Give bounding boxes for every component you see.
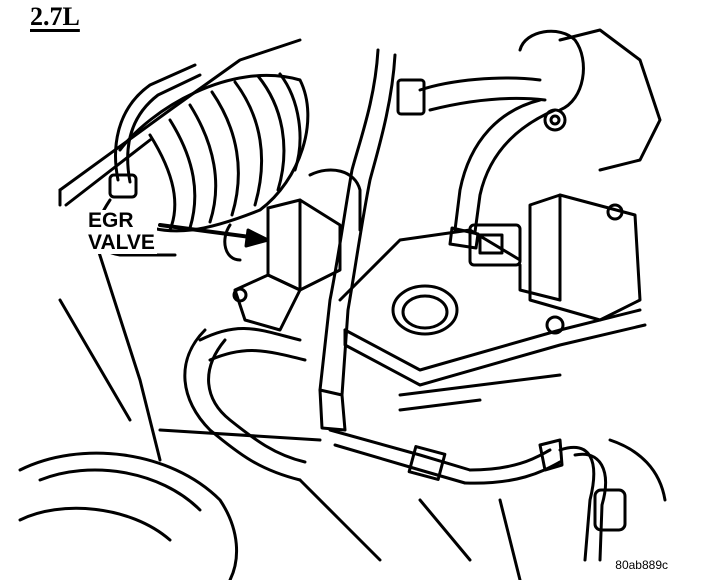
engine-title: 2.7L: [30, 2, 80, 31]
bottom-left-pulley: [18, 451, 239, 580]
wiring-harness: [318, 48, 547, 432]
egr-label-line2: VALVE: [88, 231, 155, 254]
figure-reference: 80ab889c: [615, 558, 668, 572]
egr-arrow: [158, 223, 270, 248]
right-harness: [558, 438, 667, 562]
egr-tube: [183, 327, 307, 482]
lower-hose: [328, 428, 564, 485]
vacuum-hose-left: [108, 63, 202, 199]
cylinder-head: [338, 228, 647, 412]
ignition-coil: [468, 193, 642, 335]
upper-bracket: [518, 28, 662, 172]
egr-label-line1: EGR: [88, 209, 134, 232]
egr-valve-label: EGR VALVE: [86, 210, 157, 254]
lower-lines: [158, 428, 522, 580]
egr-valve: [223, 168, 362, 332]
